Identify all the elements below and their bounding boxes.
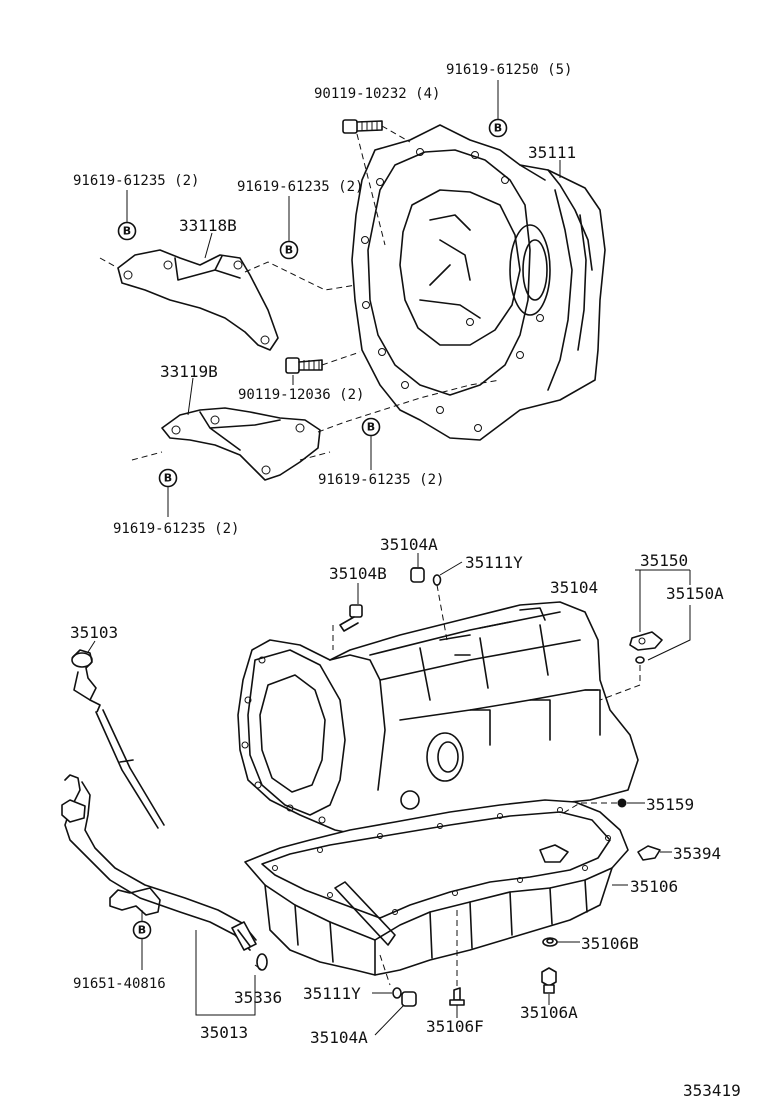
label-33118B: 33118B <box>179 216 237 235</box>
label-35150: 35150 <box>640 551 688 570</box>
label-35103: 35103 <box>70 623 118 642</box>
transmission-case-35104 <box>237 601 639 836</box>
b-circle-marker-icon: B <box>117 221 137 241</box>
bolt-35106F <box>449 987 465 1006</box>
washer-35106B <box>542 937 558 947</box>
sensor-35150 <box>629 631 663 651</box>
label-35106B: 35106B <box>581 934 639 953</box>
transmission-housing-35111 <box>351 124 606 441</box>
b-circle-marker-icon: B <box>488 118 508 138</box>
plug-35159 <box>617 798 627 808</box>
b-circle-marker-icon: B <box>132 920 152 940</box>
o-ring-35150A <box>635 656 645 664</box>
label-91619-61235-d: 91619-61235 (2) <box>113 521 239 537</box>
label-33119B: 33119B <box>160 362 218 381</box>
oil-pan-35106 <box>244 799 629 976</box>
label-35104A-bottom: 35104A <box>310 1028 368 1047</box>
label-35104A-top: 35104A <box>380 535 438 554</box>
label-90119-10232: 90119-10232 (4) <box>314 86 440 102</box>
b-circle-marker-icon: B <box>361 417 381 437</box>
label-35150A: 35150A <box>666 584 724 603</box>
b-circle-marker-icon: B <box>158 468 178 488</box>
label-35111Y-bottom: 35111Y <box>303 984 361 1003</box>
svg-text:B: B <box>367 421 375 434</box>
label-35394: 35394 <box>673 844 721 863</box>
plug-35104A-bottom <box>401 991 417 1007</box>
bracket-33119B <box>161 407 321 481</box>
label-35111Y-top: 35111Y <box>465 553 523 572</box>
label-91619-61250: 91619-61250 (5) <box>446 62 572 78</box>
bolt-35104B <box>339 604 363 632</box>
svg-text:B: B <box>164 472 172 485</box>
label-35106: 35106 <box>630 877 678 896</box>
o-ring-35111Y-bottom <box>392 987 402 999</box>
plug-35104A-top <box>410 567 425 583</box>
bracket-33118B <box>117 249 279 351</box>
label-35013: 35013 <box>200 1023 248 1042</box>
label-35104B: 35104B <box>329 564 387 583</box>
gasket-35394 <box>637 845 661 861</box>
label-35159: 35159 <box>646 795 694 814</box>
label-91619-61235-b: 91619-61235 (2) <box>237 179 363 195</box>
label-35111: 35111 <box>528 143 576 162</box>
label-90119-12036: 90119-12036 (2) <box>238 387 364 403</box>
filler-tube-35013 <box>61 774 257 951</box>
svg-text:B: B <box>138 924 146 937</box>
label-91651-40816: 91651-40816 <box>73 976 166 992</box>
dipstick-35103 <box>71 649 165 829</box>
label-35106A: 35106A <box>520 1003 578 1022</box>
label-35104: 35104 <box>550 578 598 597</box>
drain-plug-35106A <box>541 967 557 994</box>
bolt-90119-12036 <box>285 357 323 374</box>
b-circle-marker-icon: B <box>279 240 299 260</box>
label-35106F: 35106F <box>426 1017 484 1036</box>
diagram-id: 353419 <box>683 1081 741 1100</box>
svg-text:B: B <box>494 122 502 135</box>
svg-text:B: B <box>285 244 293 257</box>
svg-text:B: B <box>123 225 131 238</box>
label-35336: 35336 <box>234 988 282 1007</box>
label-91619-61235-c: 91619-61235 (2) <box>318 472 444 488</box>
o-ring-35111Y-top <box>432 574 442 586</box>
label-91619-61235-a: 91619-61235 (2) <box>73 173 199 189</box>
bolt-90119-10232 <box>342 119 383 134</box>
